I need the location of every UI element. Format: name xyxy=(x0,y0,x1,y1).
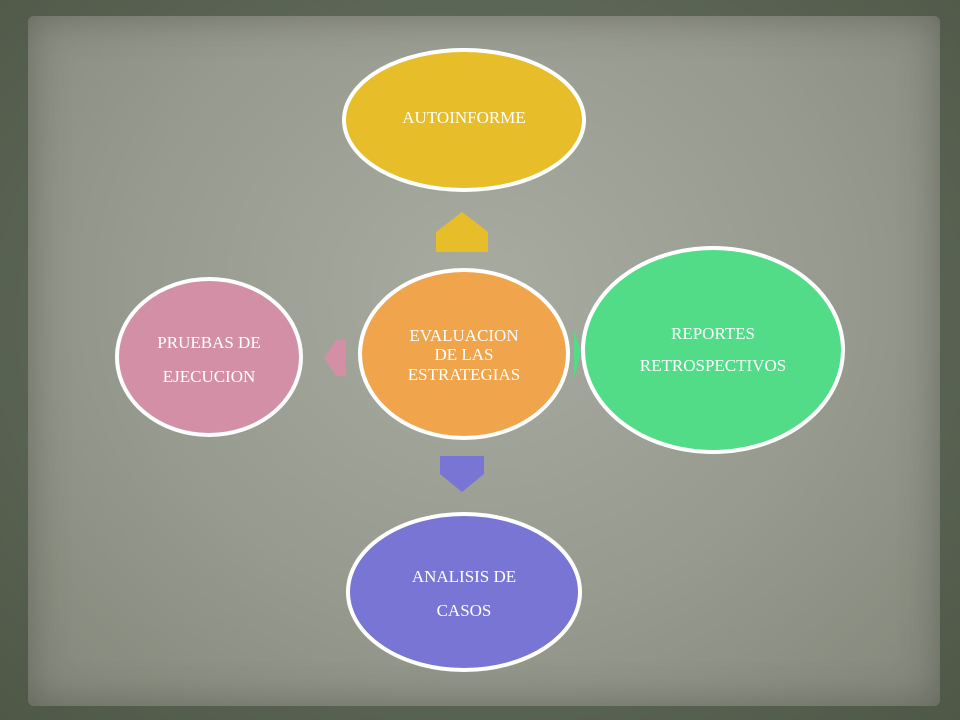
node-pruebas-de-ejecucion-label: PRUEBAS DE EJECUCION xyxy=(124,322,294,398)
node-analisis-de-casos xyxy=(346,512,582,672)
arrow-right xyxy=(574,330,581,378)
node-line: AUTOINFORME xyxy=(402,107,526,127)
node-autoinforme-label: AUTOINFORME xyxy=(354,92,574,144)
node-evaluacion-estrategias xyxy=(358,268,570,440)
node-line: REPORTES xyxy=(670,323,755,343)
node-line: ANALISIS DE xyxy=(411,567,517,586)
node-reportes-retrospectivos-label: REPORTES RETROSPECTIVOS xyxy=(593,312,833,388)
node-line: PRUEBAS DE xyxy=(157,333,261,352)
node-evaluacion-estrategias-label: EVALUACION DE LAS ESTRATEGIAS xyxy=(384,310,544,400)
arrow-left xyxy=(324,340,346,376)
arrow-down xyxy=(440,456,484,492)
node-line: EVALUACION xyxy=(409,325,519,345)
node-line: RETROSPECTIVOS xyxy=(639,356,787,375)
node-reportes-retrospectivos xyxy=(581,246,845,454)
node-line: CASOS xyxy=(436,601,492,620)
node-pruebas-de-ejecucion xyxy=(115,277,303,437)
node-analisis-de-casos-label: ANALISIS DE CASOS xyxy=(354,556,574,632)
node-line: ESTRATEGIAS xyxy=(407,364,521,384)
arrow-up xyxy=(436,212,488,252)
node-line: EJECUCION xyxy=(162,367,256,386)
node-autoinforme xyxy=(342,48,586,192)
node-line: DE LAS xyxy=(434,345,494,365)
